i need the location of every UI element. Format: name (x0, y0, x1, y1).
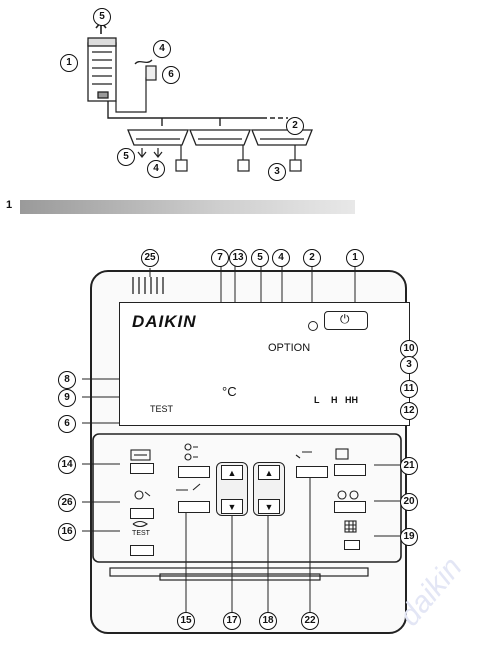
callout-system-5-top: 5 (93, 8, 111, 26)
timer-down-button[interactable]: ▼ (221, 499, 243, 514)
brand-logo: DAIKIN (132, 312, 197, 331)
callout-19: 19 (400, 528, 418, 546)
fan-speed-button[interactable] (334, 501, 366, 513)
outdoor-unit (87, 37, 117, 102)
airflow-direction-button[interactable] (296, 466, 328, 478)
callout-17: 17 (223, 612, 241, 630)
power-icon: ⏻ (340, 312, 350, 326)
fan-speed-low: L (314, 395, 320, 405)
temperature-unit: °C (222, 384, 237, 399)
callout-system-2: 2 (286, 117, 304, 135)
callout-system-4-top: 4 (153, 40, 171, 58)
callout-6: 6 (58, 415, 76, 433)
callout-1: 1 (346, 249, 364, 267)
callout-22: 22 (301, 612, 319, 630)
callout-13: 13 (229, 249, 247, 267)
callout-2: 2 (303, 249, 321, 267)
timer-on-off-button[interactable] (178, 501, 210, 513)
callout-20: 20 (400, 493, 418, 511)
callout-15: 15 (177, 612, 195, 630)
fan-speed-high: H (331, 395, 338, 405)
callout-system-5-bottom: 5 (117, 148, 135, 166)
operation-mode-button[interactable] (334, 464, 366, 476)
callout-16: 16 (58, 523, 76, 541)
callout-21: 21 (400, 457, 418, 475)
ventilation-mode-button[interactable] (130, 463, 154, 474)
filter-sign-reset-button[interactable] (344, 540, 360, 550)
callout-7: 7 (211, 249, 229, 267)
callout-9: 9 (58, 389, 76, 407)
indoor-units (127, 129, 313, 146)
timer-mode-button[interactable] (178, 466, 210, 478)
fan-speed-highest: HH (345, 395, 358, 405)
callout-5: 5 (251, 249, 269, 267)
section-number: 1 (6, 199, 13, 211)
callout-26: 26 (58, 494, 76, 512)
test-button[interactable] (130, 545, 154, 556)
section-divider-bar (20, 200, 355, 214)
callout-system-1: 1 (60, 54, 78, 72)
callout-system-3: 3 (268, 163, 286, 181)
callout-4: 4 (272, 249, 290, 267)
callout-system-6: 6 (162, 66, 180, 84)
callout-3: 3 (400, 356, 418, 374)
test-button-label: TEST (132, 530, 150, 537)
temperature-down-button[interactable]: ▼ (258, 499, 280, 514)
power-button[interactable]: ⏻ (324, 311, 368, 330)
test-indicator-label: TEST (150, 404, 174, 414)
callout-12: 12 (400, 402, 418, 420)
ventilation-amount-button[interactable] (130, 508, 154, 519)
callout-14: 14 (58, 456, 76, 474)
operation-lamp (308, 321, 318, 331)
callout-8: 8 (58, 371, 76, 389)
callout-18: 18 (259, 612, 277, 630)
callout-system-4-bottom: 4 (147, 160, 165, 178)
option-label: OPTION (268, 342, 311, 354)
callout-25: 25 (141, 249, 159, 267)
system-diagram-drawing (87, 20, 313, 172)
temperature-up-button[interactable]: ▲ (258, 465, 280, 480)
callout-11: 11 (400, 380, 418, 398)
timer-up-button[interactable]: ▲ (221, 465, 243, 480)
